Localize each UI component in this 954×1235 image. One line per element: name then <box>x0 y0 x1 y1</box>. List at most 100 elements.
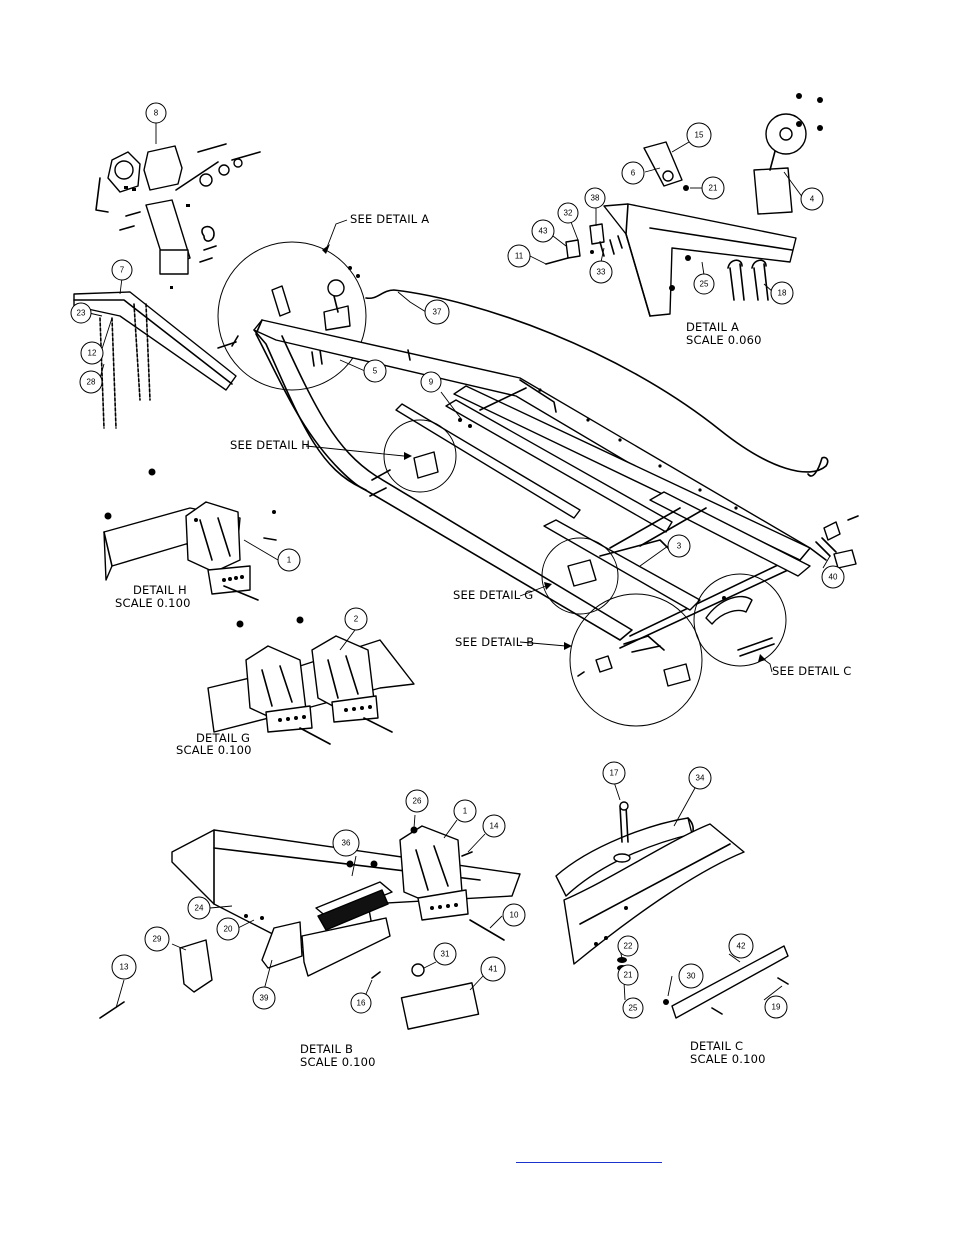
balloon-43: 43 <box>531 219 555 243</box>
balloon-32: 32 <box>557 202 579 224</box>
balloon-5: 5 <box>363 359 387 383</box>
balloon-28: 28 <box>79 370 103 394</box>
svg-text:33: 33 <box>597 268 606 277</box>
svg-text:16: 16 <box>357 999 366 1008</box>
trailer-frame <box>253 319 859 649</box>
svg-text:3: 3 <box>677 542 682 551</box>
balloon-23: 23 <box>70 302 92 324</box>
svg-text:20: 20 <box>224 925 233 934</box>
balloon-8: 8 <box>145 102 167 124</box>
detail-g-title: DETAIL G <box>196 731 250 745</box>
svg-text:19: 19 <box>772 1003 781 1012</box>
balloon-3: 3 <box>667 534 691 558</box>
svg-text:12: 12 <box>88 349 97 358</box>
detail-h-scale: SCALE 0.100 <box>115 596 191 610</box>
balloon-31: 31 <box>433 942 457 966</box>
balloon-2: 2 <box>344 607 368 631</box>
balloon-22: 22 <box>617 935 639 957</box>
balloon-19: 19 <box>764 995 788 1019</box>
balloon-34: 34 <box>688 766 712 790</box>
detail-g-scale: SCALE 0.100 <box>176 743 252 757</box>
svg-text:7: 7 <box>120 266 125 275</box>
see-detail-c-label: SEE DETAIL C <box>772 664 852 678</box>
balloon-9: 9 <box>420 371 442 393</box>
balloon-21: 21 <box>701 176 725 200</box>
balloon-25-detail-c: 25 <box>622 997 644 1019</box>
footer-link-underline[interactable] <box>516 1150 662 1163</box>
balloon-10: 10 <box>502 903 526 927</box>
svg-text:42: 42 <box>737 942 746 951</box>
balloon-13: 13 <box>111 954 137 980</box>
detail-c-scale: SCALE 0.100 <box>690 1052 766 1066</box>
svg-text:32: 32 <box>564 209 573 218</box>
svg-text:25: 25 <box>700 280 709 289</box>
balloon-17: 17 <box>602 761 626 785</box>
detail-c-title: DETAIL C <box>690 1039 743 1053</box>
svg-text:21: 21 <box>624 971 633 980</box>
svg-text:21: 21 <box>709 184 718 193</box>
svg-text:38: 38 <box>591 194 600 203</box>
see-detail-g-label: SEE DETAIL G <box>453 588 533 602</box>
balloon-12: 12 <box>80 341 104 365</box>
svg-text:41: 41 <box>489 965 498 974</box>
balloon-15: 15 <box>686 122 712 148</box>
detail-h-callout-circle <box>383 419 457 493</box>
svg-text:28: 28 <box>87 378 96 387</box>
balloon-24: 24 <box>187 896 211 920</box>
svg-text:2: 2 <box>354 615 359 624</box>
part-balloons: 8 15 6 21 4 38 32 43 11 33 25 18 7 23 12… <box>70 102 845 1019</box>
balloon-14: 14 <box>482 814 506 838</box>
see-detail-b-label: SEE DETAIL B <box>455 635 534 649</box>
svg-text:34: 34 <box>696 774 705 783</box>
balloon-26: 26 <box>405 789 429 813</box>
svg-text:39: 39 <box>260 994 269 1003</box>
detail-c-callout-contents <box>705 595 775 657</box>
balloon-21-detail-c: 21 <box>617 964 639 986</box>
tie-down-strap <box>365 289 829 477</box>
svg-text:22: 22 <box>624 942 633 951</box>
svg-text:6: 6 <box>631 169 636 178</box>
balloon-29: 29 <box>144 926 170 952</box>
svg-text:30: 30 <box>687 972 696 981</box>
svg-text:1: 1 <box>287 556 292 565</box>
balloon-7: 7 <box>111 259 133 281</box>
detail-c-callout-circle <box>693 573 787 667</box>
leader-lines <box>88 120 831 1009</box>
svg-text:9: 9 <box>429 378 434 387</box>
detail-a-title: DETAIL A <box>686 320 739 334</box>
detail-a-callout-circle <box>217 241 367 391</box>
balloon-40: 40 <box>821 565 845 589</box>
svg-text:25: 25 <box>629 1004 638 1013</box>
svg-text:37: 37 <box>433 308 442 317</box>
detail-b-callout-contents <box>577 635 691 687</box>
svg-text:15: 15 <box>695 131 704 140</box>
balloon-11: 11 <box>507 244 531 268</box>
detail-b-scale: SCALE 0.100 <box>300 1055 376 1069</box>
svg-text:26: 26 <box>413 797 422 806</box>
balloon-16: 16 <box>350 992 372 1014</box>
detail-a-scale: SCALE 0.060 <box>686 333 762 347</box>
balloon-42: 42 <box>728 933 754 959</box>
svg-text:36: 36 <box>342 839 351 848</box>
detail-b-title: DETAIL B <box>300 1042 353 1056</box>
balloon-1-detail-b: 1 <box>453 799 477 823</box>
balloon-20: 20 <box>216 917 240 941</box>
detail-h-title: DETAIL H <box>133 583 187 597</box>
balloon-36: 36 <box>332 829 360 857</box>
detail-b-contents <box>99 825 521 1030</box>
balloon-1: 1 <box>277 548 301 572</box>
svg-text:11: 11 <box>515 252 524 261</box>
svg-text:31: 31 <box>441 950 450 959</box>
detail-c-contents <box>555 801 789 1019</box>
detail-a-contents <box>545 93 823 317</box>
svg-text:4: 4 <box>810 195 815 204</box>
svg-text:5: 5 <box>373 367 378 376</box>
detail-g-callout-circle <box>541 537 619 615</box>
balloon-33: 33 <box>589 260 613 284</box>
svg-text:1: 1 <box>463 807 468 816</box>
balloon-4: 4 <box>800 187 824 211</box>
balloon-38: 38 <box>584 187 606 209</box>
winch-assembly <box>95 143 261 289</box>
svg-text:23: 23 <box>77 309 86 318</box>
svg-text:8: 8 <box>154 109 159 118</box>
